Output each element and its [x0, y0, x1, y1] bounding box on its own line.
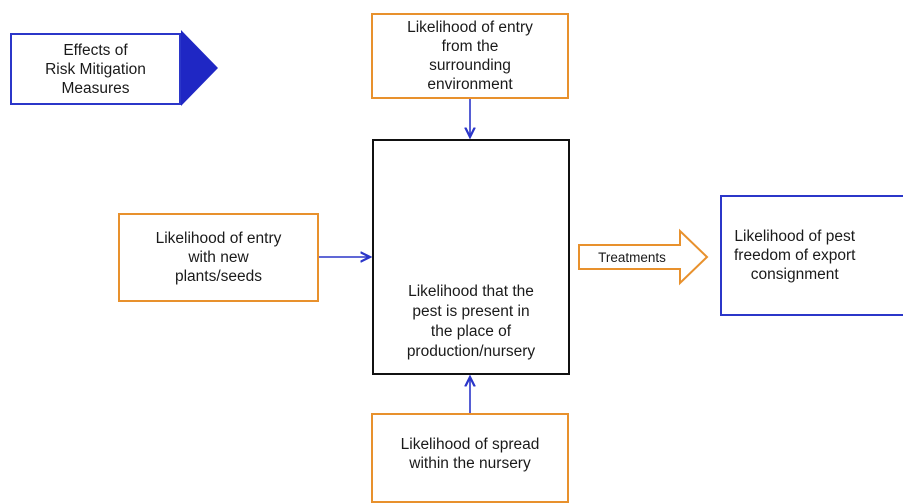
box-spread-within-nursery: Likelihood of spread within the nursery: [371, 413, 569, 503]
legend-box: Effects of Risk Mitigation Measures: [10, 33, 181, 105]
box-pest-presence-label: Likelihood that the pest is present in t…: [406, 283, 536, 360]
box-export-pest-freedom: Likelihood of pest freedom of export con…: [720, 195, 903, 316]
triangle-pointer-icon: [181, 30, 218, 106]
box-spread-within-nursery-label: Likelihood of spread within the nursery: [400, 436, 540, 472]
box-pest-presence: [372, 139, 570, 375]
box-entry-new-plants: Likelihood of entry with new plants/seed…: [118, 213, 319, 302]
legend-label: Effects of Risk Mitigation Measures: [45, 41, 146, 97]
box-entry-surrounding-environment-label: Likelihood of entry from the surrounding…: [407, 19, 533, 93]
box-export-pest-freedom-label: Likelihood of pest freedom of export con…: [734, 228, 856, 283]
box-entry-surrounding-environment: Likelihood of entry from the surrounding…: [371, 13, 569, 99]
treatments-label: Treatments: [598, 250, 666, 265]
treatments-arrow: [578, 228, 709, 286]
box-entry-new-plants-label: Likelihood of entry with new plants/seed…: [155, 230, 282, 285]
